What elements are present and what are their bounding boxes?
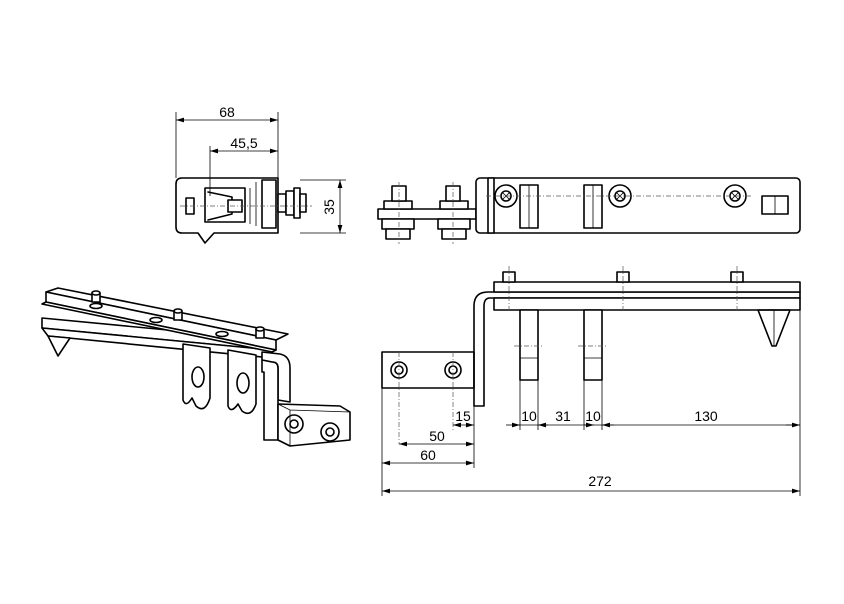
dim-10-right: 10 [585,408,601,424]
side-view-dimensions: 10 31 10 130 15 50 60 272 [381,310,801,496]
dim-60: 60 [420,447,436,463]
dim-130: 130 [694,408,718,424]
dim-45-5: 45,5 [230,135,257,151]
dim-15: 15 [455,408,471,424]
isometric-view [41,287,351,447]
side-view [381,266,801,444]
dim-10-left: 10 [521,408,537,424]
end-view-dimensions: 68 45,5 35 [175,104,346,234]
dim-50: 50 [429,428,445,444]
top-view [377,177,801,244]
dim-31: 31 [555,408,571,424]
dim-68: 68 [219,104,235,120]
dim-272: 272 [588,473,612,489]
dim-35: 35 [321,199,337,215]
end-view [175,177,312,244]
